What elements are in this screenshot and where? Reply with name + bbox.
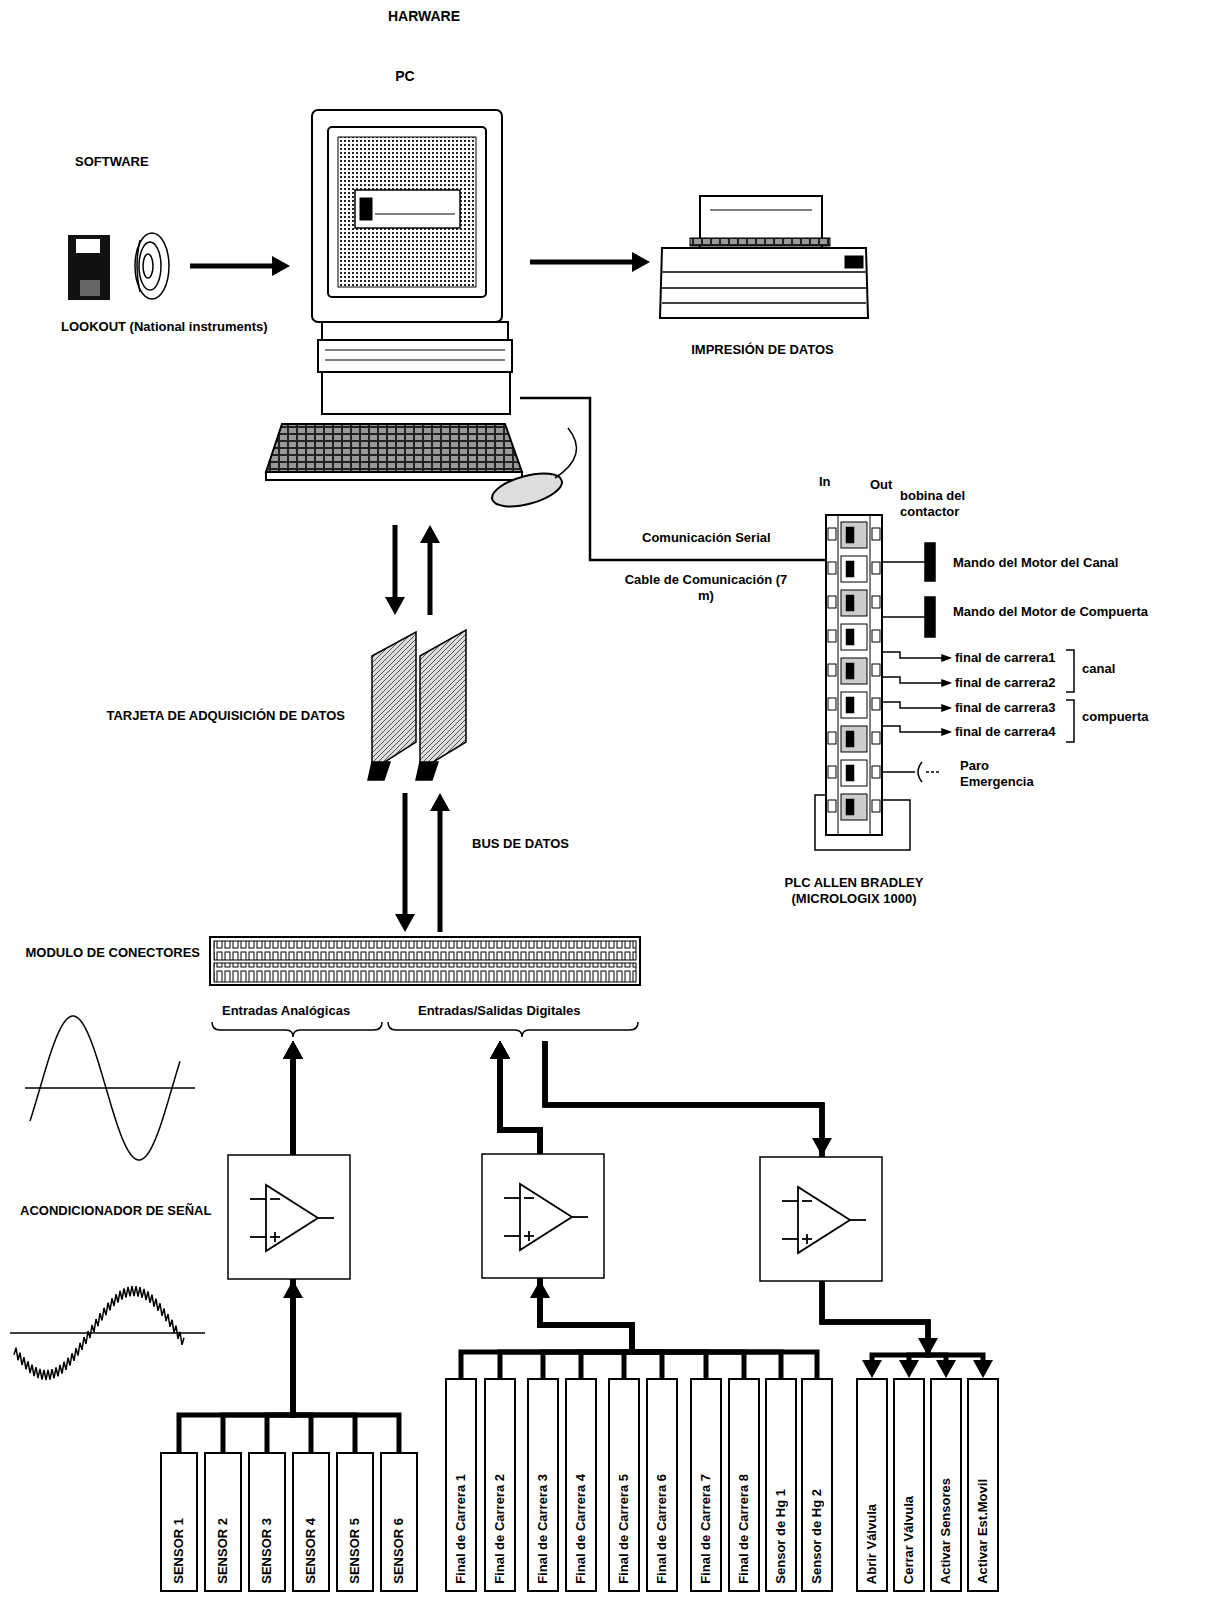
text-label: Paro Emergencia xyxy=(960,758,1040,790)
text-label: final de carrera4 xyxy=(955,724,1055,740)
text-label: Entradas Analógicas xyxy=(222,1003,350,1019)
device-box: Final de Carrera 3 xyxy=(527,1378,559,1592)
block-node: MODULO DE CONECTORES xyxy=(210,937,640,1040)
connector-label: Comunicación Serial xyxy=(640,530,773,546)
text-label: final de carrera2 xyxy=(955,675,1055,691)
text-label: Entradas/Salidas Digitales xyxy=(418,1003,581,1019)
device-label: Final de Carrera 3 xyxy=(535,1474,551,1584)
printer-illustration xyxy=(660,196,868,318)
block-node: IMPRESIÓN DE DATOS xyxy=(655,188,870,328)
device-label: Final de Carrera 1 xyxy=(453,1474,469,1584)
device-box: SENSOR 5 xyxy=(336,1452,374,1592)
device-box: SENSOR 6 xyxy=(380,1452,418,1592)
block-label: IMPRESIÓN DE DATOS xyxy=(615,342,910,358)
block-node: PLC ALLEN BRADLEY (MICROLOGIX 1000) xyxy=(826,515,882,835)
device-box: Sensor de Hg 1 xyxy=(765,1378,797,1592)
device-label: SENSOR 4 xyxy=(303,1518,319,1584)
computer-illustration xyxy=(266,110,576,513)
block-label: TARJETA DE ADQUISICIÓN DE DATOS xyxy=(106,708,345,724)
text-label: compuerta xyxy=(1082,709,1148,725)
device-box: Final de Carrera 5 xyxy=(608,1378,640,1592)
floppy-icon xyxy=(68,235,110,300)
device-label: Activar Sensores xyxy=(938,1478,954,1584)
device-label: Sensor de Hg 1 xyxy=(773,1489,789,1584)
text-label: Cable de Comunicación (7 m) xyxy=(622,572,790,604)
device-label: Final de Carrera 4 xyxy=(573,1474,589,1584)
block-label: PLC ALLEN BRADLEY (MICROLOGIX 1000) xyxy=(764,875,944,907)
text-label: ACONDICIONADOR DE SEÑAL xyxy=(20,1203,211,1219)
block-node: PC xyxy=(290,68,520,520)
plc-illustration xyxy=(815,515,910,850)
cd-icon xyxy=(135,233,169,299)
text-label: Mando del Motor del Canal xyxy=(953,555,1118,571)
daq-card-illustration xyxy=(368,630,466,780)
device-label: Final de Carrera 2 xyxy=(492,1474,508,1584)
device-box: Sensor de Hg 2 xyxy=(801,1378,833,1592)
block-node: TARJETA DE ADQUISICIÓN DE DATOS xyxy=(355,620,475,788)
amplifier-symbol xyxy=(760,1157,882,1281)
text-label: canal xyxy=(1082,661,1115,677)
device-label: SENSOR 5 xyxy=(347,1518,363,1584)
block-label: PC xyxy=(290,68,520,84)
arrowhead xyxy=(283,1138,938,1356)
device-label: SENSOR 2 xyxy=(215,1518,231,1584)
device-label: Final de Carrera 5 xyxy=(616,1474,632,1584)
text-label: final de carrera3 xyxy=(955,700,1055,716)
device-box: Cerrar Válvula xyxy=(893,1378,925,1592)
connector xyxy=(545,1041,956,1378)
signal-waves xyxy=(10,1016,205,1380)
device-box: Abrir Válvula xyxy=(856,1378,888,1592)
device-label: SENSOR 6 xyxy=(391,1518,407,1584)
plc-wiring xyxy=(882,543,1074,782)
device-box: Activar Sensores xyxy=(930,1378,962,1592)
device-box: Final de Carrera 6 xyxy=(646,1378,678,1592)
device-label: Activar Est.Movil xyxy=(975,1479,991,1584)
text-label: In xyxy=(819,474,831,490)
device-box: SENSOR 2 xyxy=(204,1452,242,1592)
device-label: Final de Carrera 7 xyxy=(698,1474,714,1584)
amplifier-symbol xyxy=(482,1154,604,1278)
connector xyxy=(520,398,826,560)
device-label: SENSOR 1 xyxy=(171,1518,187,1584)
text-label: Out xyxy=(870,477,892,493)
device-label: Abrir Válvula xyxy=(864,1504,880,1584)
block-label: LOOKOUT (National instruments) xyxy=(61,319,268,335)
device-box: Activar Est.Movil xyxy=(967,1378,999,1592)
block-label: MODULO DE CONECTORES xyxy=(25,945,200,961)
device-box: Final de Carrera 1 xyxy=(445,1378,477,1592)
connector xyxy=(190,256,290,276)
device-box: SENSOR 1 xyxy=(160,1452,198,1592)
block-label: SOFTWARE xyxy=(55,150,190,170)
connector-module xyxy=(210,937,640,985)
device-box: Final de Carrera 2 xyxy=(484,1378,516,1592)
connector xyxy=(385,525,440,615)
text-label: bobina del contactor xyxy=(900,488,995,520)
device-label: SENSOR 3 xyxy=(259,1518,275,1584)
device-label: Final de Carrera 8 xyxy=(736,1474,752,1584)
text-label: Mando del Motor de Compuerta xyxy=(953,604,1148,620)
device-box: Final de Carrera 7 xyxy=(690,1378,722,1592)
device-box: Final de Carrera 4 xyxy=(565,1378,597,1592)
connector-label: BUS DE DATOS xyxy=(470,836,571,852)
connector xyxy=(395,793,450,932)
device-label: Final de Carrera 6 xyxy=(654,1474,670,1584)
device-box: SENSOR 3 xyxy=(248,1452,286,1592)
bracket xyxy=(212,1022,638,1037)
block-node: SOFTWARELOOKOUT (National instruments) xyxy=(55,150,190,315)
text-label: final de carrera1 xyxy=(955,650,1055,666)
device-box: Final de Carrera 8 xyxy=(728,1378,760,1592)
diagram-title: HARWARE xyxy=(0,8,848,24)
connector xyxy=(545,1041,993,1378)
device-box: SENSOR 4 xyxy=(292,1452,330,1592)
connector xyxy=(530,252,650,272)
amplifier-symbol xyxy=(228,1155,350,1279)
device-label: Sensor de Hg 2 xyxy=(809,1489,825,1584)
device-label: Cerrar Válvula xyxy=(901,1496,917,1584)
